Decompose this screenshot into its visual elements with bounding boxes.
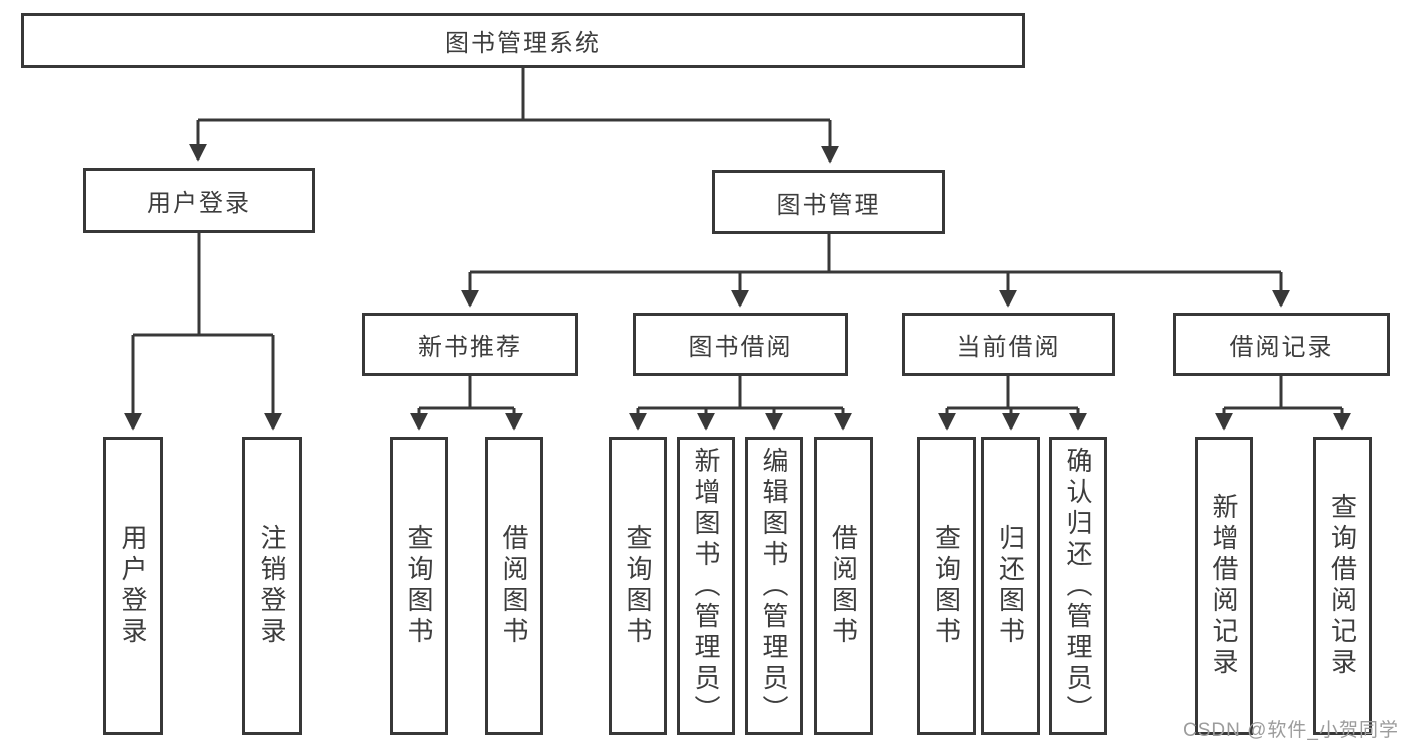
leaf-current-confirm-return-admin: 确认归还（管理员） <box>1049 437 1107 735</box>
leaf-borrow-edit-books-admin: 编辑图书（管理员） <box>745 437 803 735</box>
node-book-management-label: 图书管理 <box>776 191 881 219</box>
leaf-current-query-books: 查询图书 <box>917 437 976 735</box>
leaf-records-add-record: 新增借阅记录 <box>1195 437 1253 735</box>
node-borrowing-records-label: 借阅记录 <box>1229 334 1334 361</box>
leaf-current-return-books-label: 归还图书 <box>995 524 1026 648</box>
leaf-borrow-query-books-label: 查询图书 <box>623 524 653 648</box>
leaf-borrow-borrow-books-label: 借阅图书 <box>828 524 859 648</box>
leaf-borrow-add-books-admin-label: 新增图书（管理员） <box>691 446 721 726</box>
node-new-book-recommend-label: 新书推荐 <box>418 334 522 361</box>
leaf-current-confirm-return-admin-label: 确认归还（管理员） <box>1063 446 1093 726</box>
node-root: 图书管理系统 <box>21 13 1025 68</box>
csdn-watermark: CSDN @软件_小贺同学 <box>1183 720 1399 741</box>
leaf-borrow-add-books-admin: 新增图书（管理员） <box>677 437 735 735</box>
node-root-label: 图书管理系统 <box>445 30 601 57</box>
leaf-records-query-record-label: 查询借阅记录 <box>1327 493 1358 679</box>
leaf-logout-label: 注销登录 <box>257 524 287 648</box>
leaf-logout: 注销登录 <box>242 437 302 735</box>
leaf-borrow-edit-books-admin-label: 编辑图书（管理员） <box>759 446 789 726</box>
node-new-book-recommend: 新书推荐 <box>362 313 578 376</box>
leaf-newbook-borrow-books-label: 借阅图书 <box>499 524 529 648</box>
leaf-current-query-books-label: 查询图书 <box>931 524 962 648</box>
leaf-records-query-record: 查询借阅记录 <box>1313 437 1372 735</box>
node-book-borrowing: 图书借阅 <box>633 313 848 376</box>
node-current-borrowing: 当前借阅 <box>902 313 1115 376</box>
leaf-newbook-query-books-label: 查询图书 <box>404 524 434 648</box>
node-borrowing-records: 借阅记录 <box>1173 313 1390 376</box>
leaf-user-login-label: 用户登录 <box>118 524 148 648</box>
node-book-borrowing-label: 图书借阅 <box>688 334 793 361</box>
leaf-borrow-borrow-books: 借阅图书 <box>814 437 873 735</box>
node-current-borrowing-label: 当前借阅 <box>956 334 1061 361</box>
node-book-management: 图书管理 <box>712 170 945 234</box>
leaf-borrow-query-books: 查询图书 <box>609 437 667 735</box>
leaf-current-return-books: 归还图书 <box>981 437 1040 735</box>
leaf-newbook-borrow-books: 借阅图书 <box>485 437 543 735</box>
leaf-newbook-query-books: 查询图书 <box>390 437 448 735</box>
leaf-records-add-record-label: 新增借阅记录 <box>1209 493 1239 679</box>
node-user-login-group-label: 用户登录 <box>147 190 251 217</box>
node-user-login-group: 用户登录 <box>83 168 315 233</box>
leaf-user-login: 用户登录 <box>103 437 163 735</box>
